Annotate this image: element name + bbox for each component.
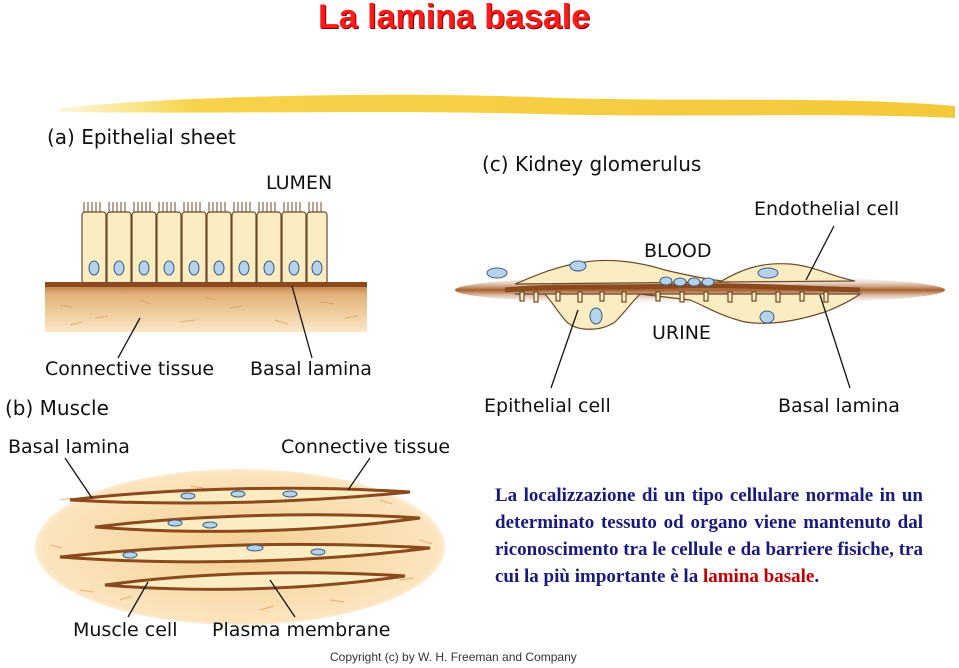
epithelial-cell-label: Epithelial cell <box>484 395 611 417</box>
microvilli <box>83 202 322 212</box>
endothelial-cells <box>514 259 856 285</box>
panel-a-basal-lamina <box>45 282 367 287</box>
urine-label: URINE <box>652 322 711 344</box>
panel-a-basal-lamina-label: Basal lamina <box>250 358 372 380</box>
muscle-nuclei <box>122 490 326 559</box>
panel-a-connective-tissue-label: Connective tissue <box>45 358 215 380</box>
caption-main: La localizzazione di un tipo cellulare n… <box>495 485 923 587</box>
panel-c-basal-lamina-label: Basal lamina <box>778 395 900 417</box>
panel-a-connective-tissue <box>45 282 367 332</box>
caption-text: La localizzazione di un tipo cellulare n… <box>495 482 923 590</box>
glomerulus-epithelial-cells <box>515 291 862 330</box>
endothelial-cell-label: Endothelial cell <box>754 198 900 220</box>
title-underline <box>60 94 955 118</box>
panel-b-connective-fibers <box>49 485 433 611</box>
lumen-label: LUMEN <box>266 172 333 194</box>
panel-b-heading: (b) Muscle <box>5 396 109 420</box>
panel-b-basal-lamina-label: Basal lamina <box>8 436 130 458</box>
caption-highlight: lamina basale <box>702 566 815 587</box>
copyright-notice: Copyright (c) by W. H. Freeman and Compa… <box>330 650 577 664</box>
plasma-membrane-label: Plasma membrane <box>212 619 391 641</box>
epithelial-cells <box>81 202 328 285</box>
page-title: La lamina basale <box>318 0 591 36</box>
muscle-cell-label: Muscle cell <box>73 619 178 641</box>
panel-a-connective-fibers <box>59 297 358 326</box>
panel-c-heading: (c) Kidney glomerulus <box>482 152 702 176</box>
glomerulus-nuclei <box>486 260 779 325</box>
blood-label: BLOOD <box>644 240 712 262</box>
panel-a-heading: (a) Epithelial sheet <box>47 125 236 149</box>
caption-end: . <box>814 566 820 587</box>
panel-b-connective-tissue-label: Connective tissue <box>281 436 451 458</box>
